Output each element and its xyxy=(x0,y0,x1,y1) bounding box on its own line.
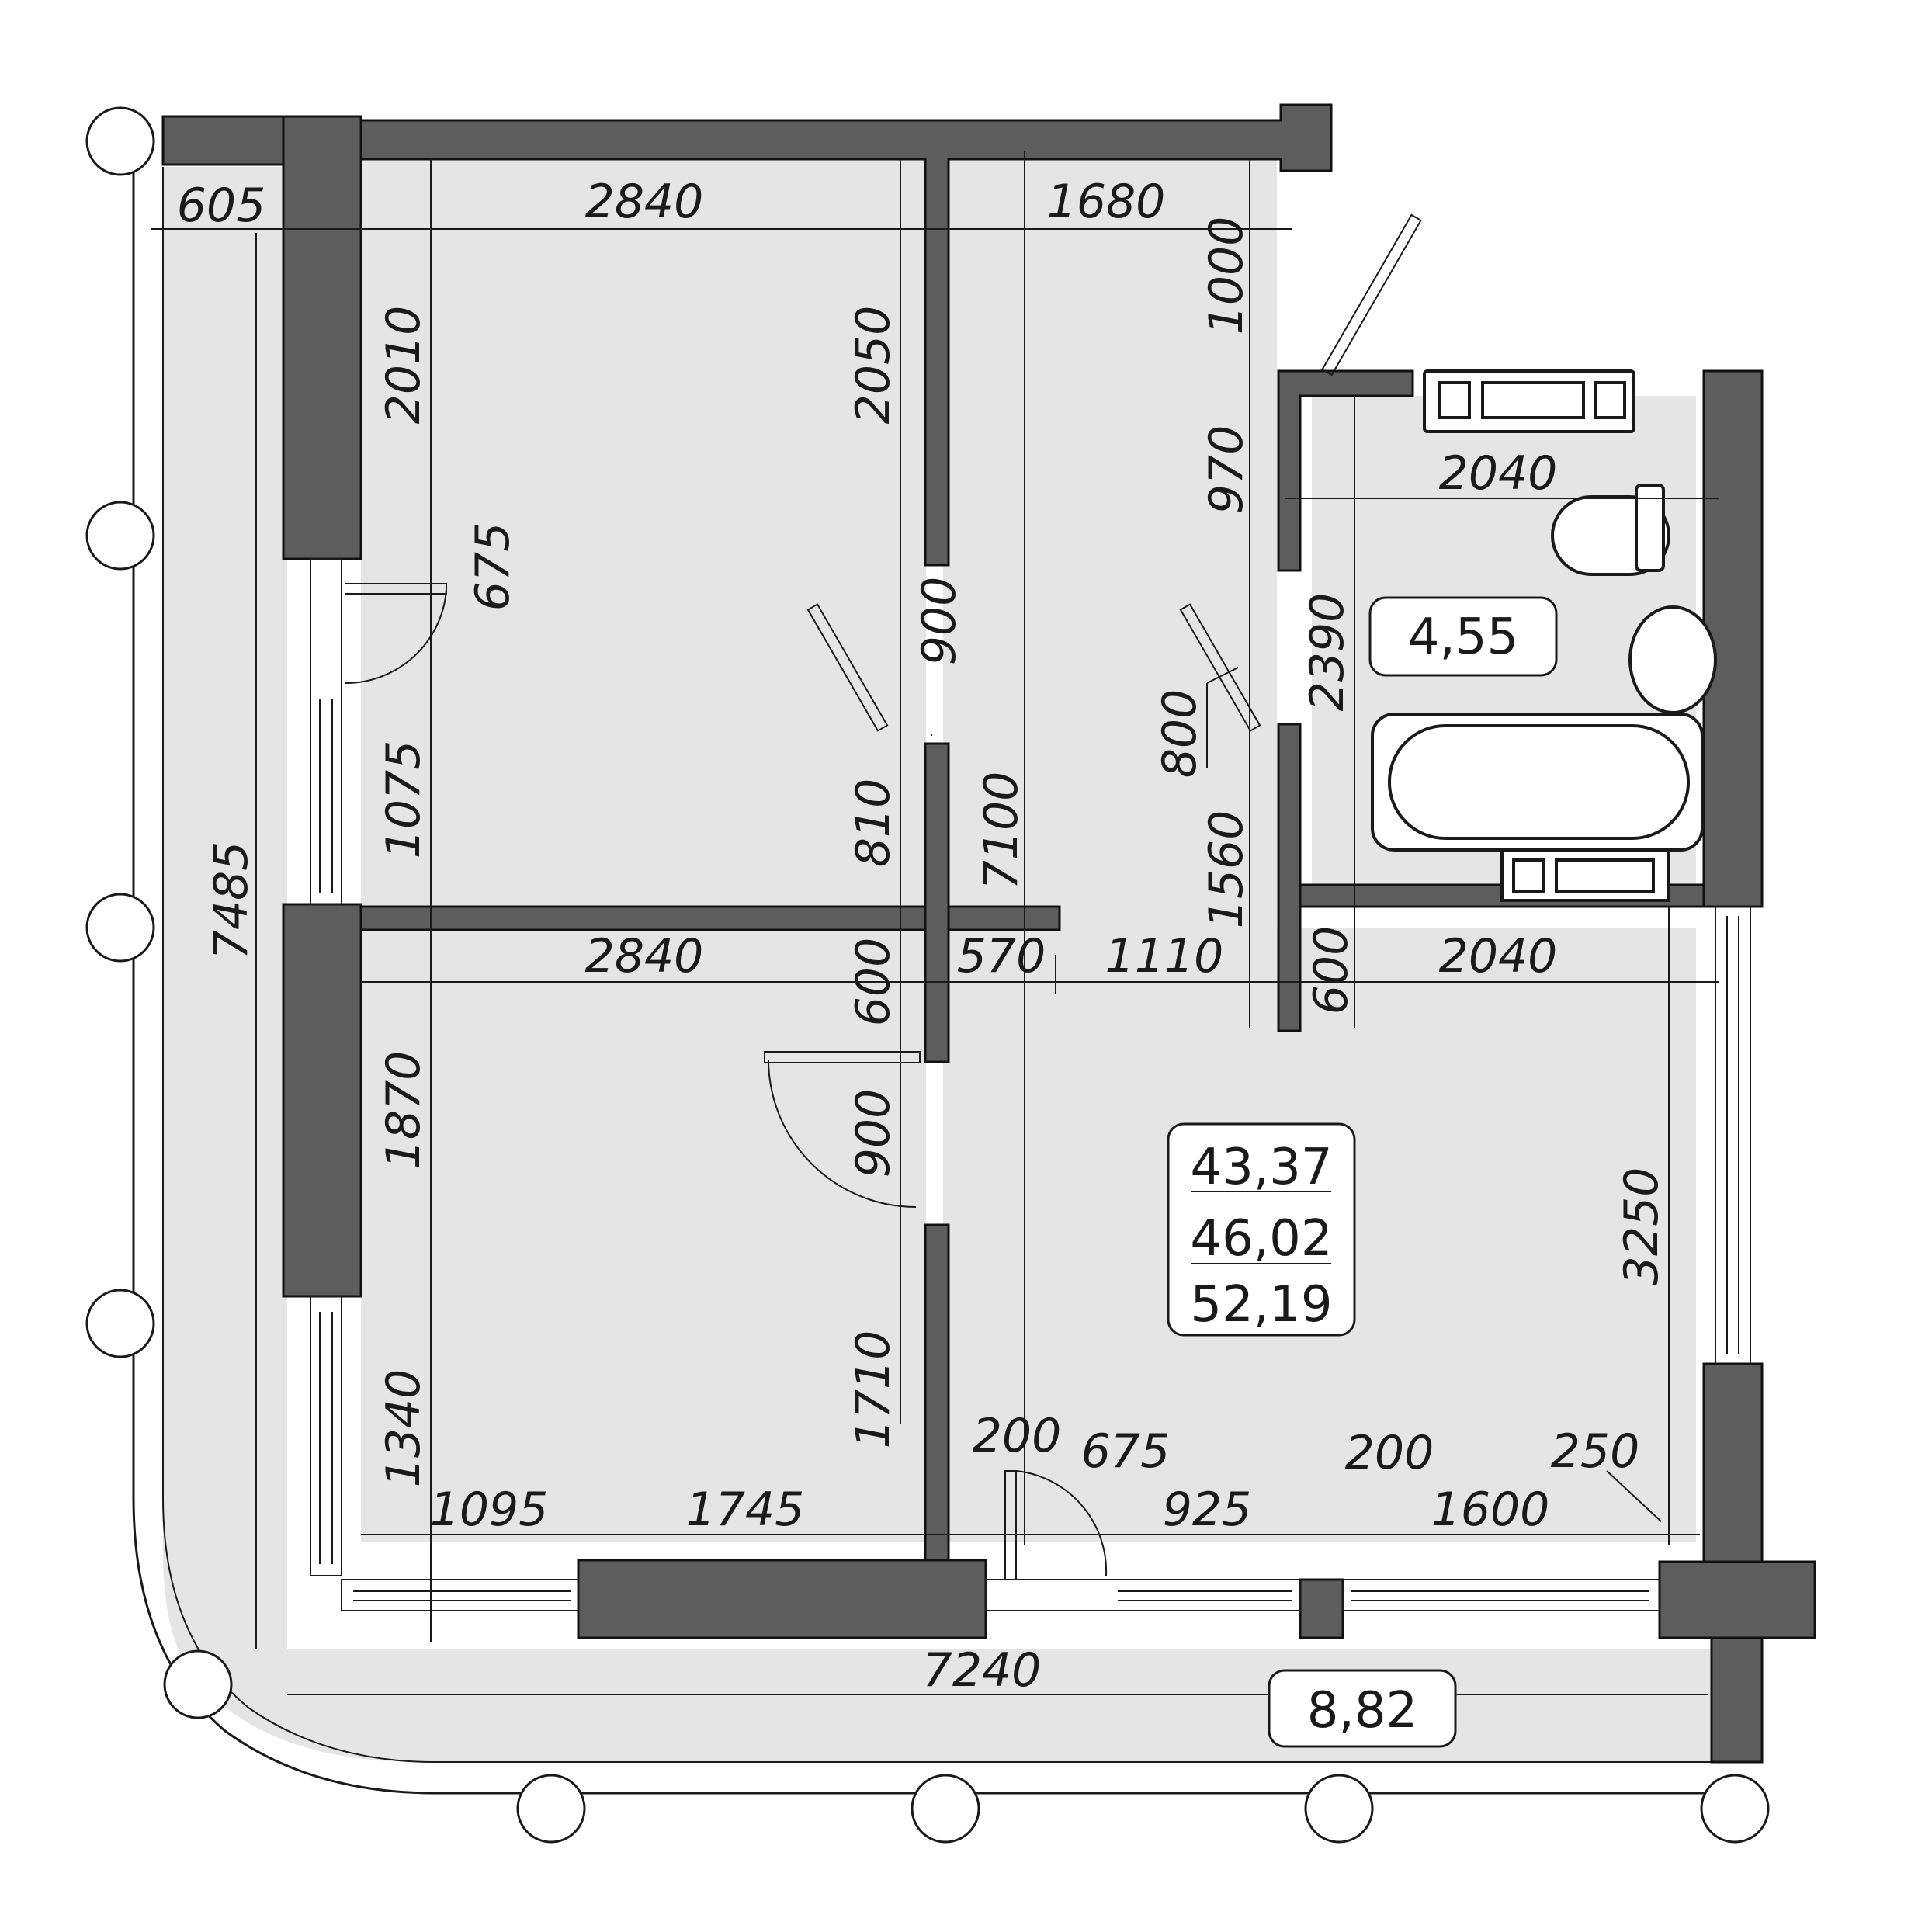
dim-1870: 1870 xyxy=(376,1051,431,1170)
dim-200-a: 200 xyxy=(973,1409,1062,1463)
dim-7100: 7100 xyxy=(974,772,1028,890)
bedroom-3-floor xyxy=(361,928,926,1542)
dim-7485: 7485 xyxy=(204,841,258,960)
balcony-area: 8,82 xyxy=(1307,1682,1418,1739)
wall xyxy=(924,1223,950,1564)
door-swings xyxy=(345,213,1422,1580)
dim-7240: 7240 xyxy=(923,1643,1042,1698)
wall xyxy=(1277,369,1414,572)
wall xyxy=(1658,1560,1816,1639)
wall xyxy=(359,103,1333,567)
dim-mid-2840: 2840 xyxy=(585,929,704,983)
dim-2010: 2010 xyxy=(376,306,431,425)
dim-2390: 2390 xyxy=(1300,593,1354,712)
axis-marker xyxy=(163,1649,233,1719)
axis-marker xyxy=(85,893,155,963)
balcony-outline xyxy=(132,167,1723,1795)
dim-2050: 2050 xyxy=(846,306,900,425)
dim-800: 800 xyxy=(1153,689,1207,779)
axis-marker xyxy=(85,1289,155,1358)
living-area-gross: 52,19 xyxy=(1190,1276,1332,1334)
dim-top-2840: 2840 xyxy=(585,175,704,229)
dim-925: 925 xyxy=(1163,1483,1252,1537)
axis-marker xyxy=(85,501,155,571)
dim-1560: 1560 xyxy=(1199,810,1254,929)
dim-1745: 1745 xyxy=(686,1483,805,1537)
window xyxy=(310,558,1751,1611)
dim-605: 605 xyxy=(177,179,266,233)
dimension-labels: 605 2840 1680 2010 2050 1000 970 2040 23… xyxy=(177,175,1669,1698)
dim-600-a: 600 xyxy=(846,938,900,1027)
living-area-label-box xyxy=(1167,1122,1356,1337)
wall xyxy=(359,905,1061,931)
wall xyxy=(282,115,362,560)
dim-675: 675 xyxy=(1081,1424,1171,1479)
dim-3250: 3250 xyxy=(1615,1167,1669,1286)
dim-1340: 1340 xyxy=(376,1369,431,1488)
wall xyxy=(1710,1636,1764,1764)
dim-200-b: 200 xyxy=(1345,1426,1434,1480)
dim-250: 250 xyxy=(1551,1424,1640,1479)
wall xyxy=(1702,1362,1764,1563)
dim-2040-bath: 2040 xyxy=(1439,446,1558,501)
bathroom-area: 4,55 xyxy=(1408,609,1519,666)
dim-mid-570: 570 xyxy=(957,929,1046,983)
bedroom-1-floor xyxy=(361,159,926,910)
axis-marker xyxy=(85,106,155,176)
dim-600-b: 600 xyxy=(1304,926,1358,1015)
dim-810: 810 xyxy=(846,779,900,868)
axis-marker xyxy=(1304,1774,1374,1844)
dim-1710: 1710 xyxy=(846,1330,900,1449)
axis-marker xyxy=(911,1774,980,1844)
wall xyxy=(161,115,285,166)
axis-markers xyxy=(85,106,1770,1844)
living-area-total: 43,37 xyxy=(1190,1139,1332,1196)
dimension-lines xyxy=(151,151,1719,1695)
dim-1000: 1000 xyxy=(1199,217,1254,335)
axis-marker xyxy=(1700,1774,1770,1844)
living-area-with-balcony: 46,02 xyxy=(1190,1210,1332,1268)
axis-marker xyxy=(516,1774,586,1844)
dim-675-window: 675 xyxy=(466,522,520,612)
dim-1075: 1075 xyxy=(376,741,431,859)
sink xyxy=(1628,605,1717,714)
dim-1095: 1095 xyxy=(430,1483,549,1537)
dim-top-1680: 1680 xyxy=(1047,175,1166,229)
bathroom-fixtures xyxy=(1371,369,1717,902)
wall xyxy=(577,1559,987,1639)
dim-970: 970 xyxy=(1199,425,1254,515)
dim-900-door1: 900 xyxy=(912,577,966,666)
dim-mid-2040: 2040 xyxy=(1439,929,1558,983)
balcony-area-label-box xyxy=(1268,1669,1457,1748)
dim-1600: 1600 xyxy=(1431,1483,1550,1537)
wall xyxy=(282,903,362,1298)
dim-900-door2: 900 xyxy=(846,1089,900,1178)
dim-mid-1110: 1110 xyxy=(1105,929,1224,983)
bathroom-area-label-box xyxy=(1368,596,1558,677)
wall xyxy=(1299,1578,1344,1639)
wall xyxy=(924,742,950,1063)
wall xyxy=(1277,723,1302,1032)
corridor-floor xyxy=(943,559,1277,928)
